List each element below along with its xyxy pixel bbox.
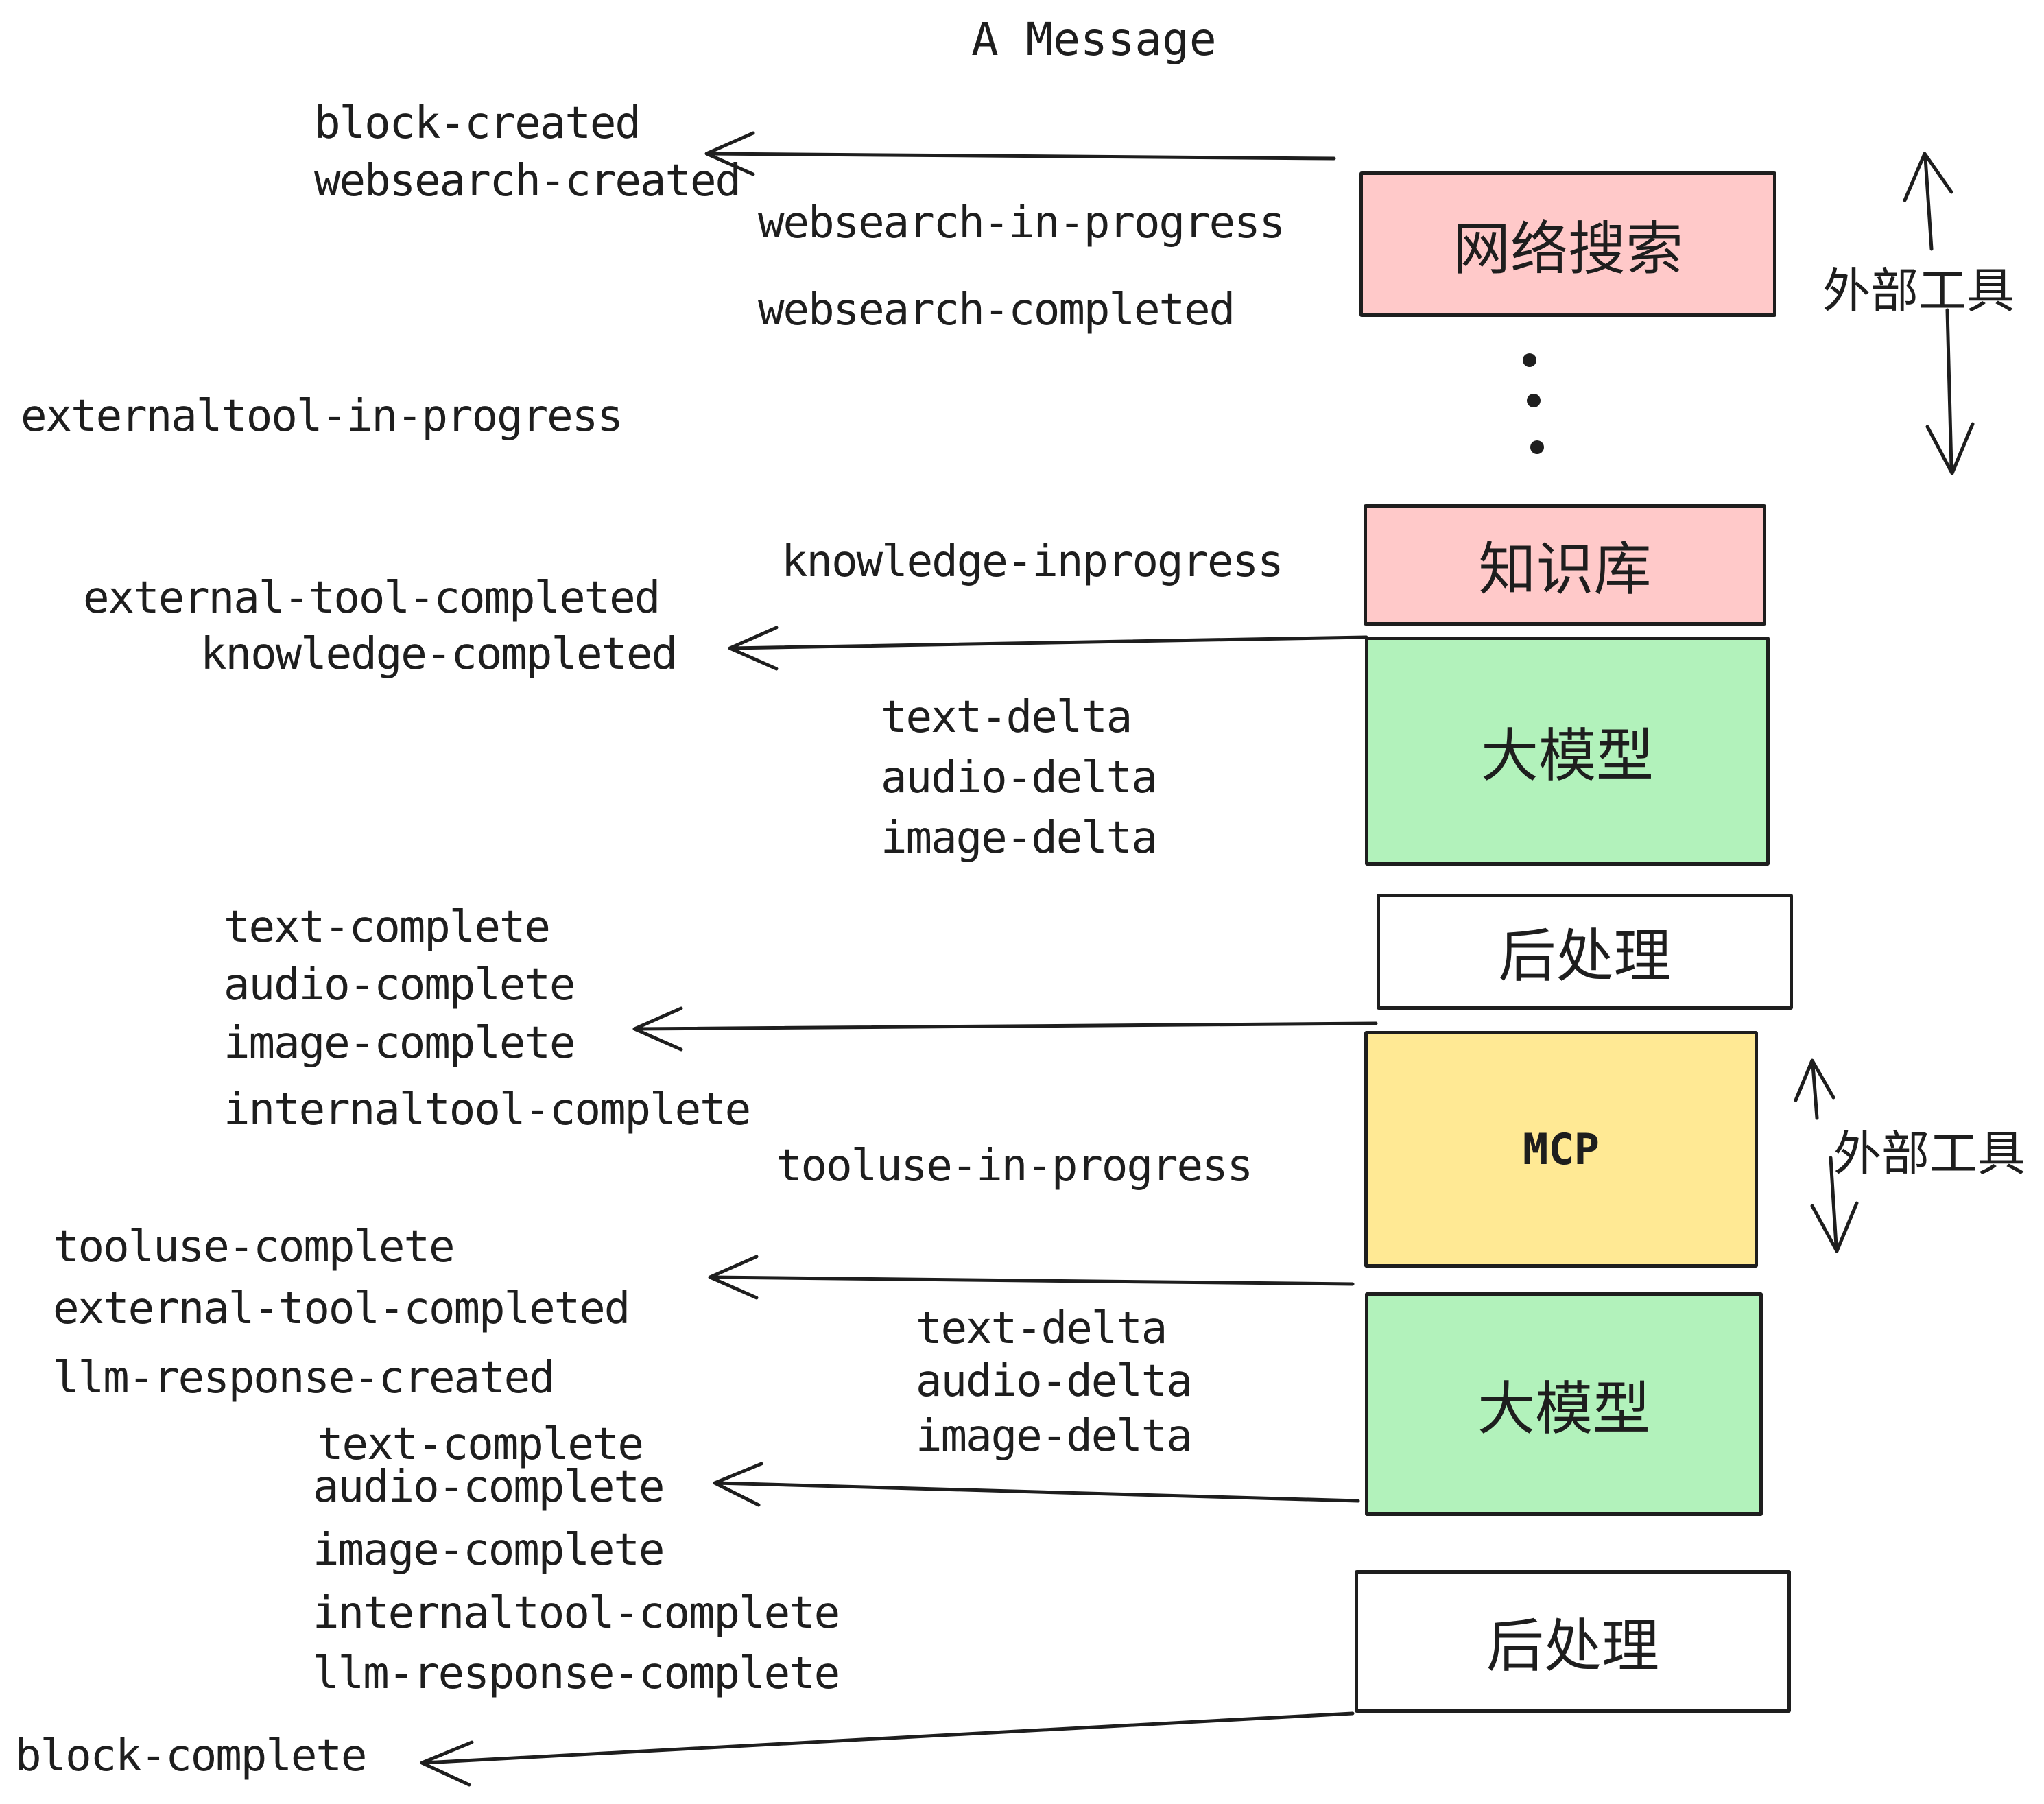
event-image-delta-2: image-delta xyxy=(916,1411,1193,1462)
event-image-delta: image-delta xyxy=(881,813,1158,864)
arrow-image-complete xyxy=(632,1006,1378,1052)
box-websearch: 网络搜索 xyxy=(1359,171,1776,317)
event-knowledge-inprogress: knowledge-inprogress xyxy=(781,536,1284,587)
event-websearch-created: websearch-created xyxy=(314,156,741,206)
event-websearch-in-progress: websearch-in-progress xyxy=(758,198,1285,248)
arrow-external-tool-mid-up xyxy=(1794,1058,1835,1120)
event-websearch-completed: websearch-completed xyxy=(758,285,1235,335)
event-externaltool-in-progress: externaltool-in-progress xyxy=(21,391,623,442)
arrow-tooluse-complete xyxy=(708,1255,1355,1300)
external-tool-mid-label: 外部工具 xyxy=(1833,1127,2025,1180)
diagram-title: A Message xyxy=(971,13,1217,66)
event-text-delta: text-delta xyxy=(881,692,1132,743)
event-tooluse-complete: tooluse-complete xyxy=(53,1222,455,1272)
event-internaltool-complete: internaltool-complete xyxy=(224,1084,751,1135)
event-internaltool-complete-2: internaltool-complete xyxy=(313,1588,840,1639)
box-mcp-label: MCP xyxy=(1523,1124,1600,1174)
box-mcp: MCP xyxy=(1364,1031,1758,1268)
box-websearch-label: 网络搜索 xyxy=(1452,216,1683,281)
event-llm-response-complete: llm-response-complete xyxy=(313,1648,840,1699)
box-knowledge-label: 知识库 xyxy=(1478,537,1652,602)
event-text-delta-2: text-delta xyxy=(916,1303,1167,1354)
event-audio-complete-2: audio-complete xyxy=(313,1462,665,1512)
event-audio-delta-2: audio-delta xyxy=(916,1356,1193,1407)
event-external-tool-completed: external-tool-completed xyxy=(83,573,661,624)
box-knowledge: 知识库 xyxy=(1364,504,1766,626)
box-llm-top-label: 大模型 xyxy=(1480,723,1654,788)
event-tooluse-in-progress: tooluse-in-progress xyxy=(776,1141,1253,1191)
event-text-complete: text-complete xyxy=(224,902,551,953)
event-llm-response-created: llm-response-created xyxy=(53,1353,556,1403)
box-postprocess-top-label: 后处理 xyxy=(1498,924,1672,988)
ellipsis-dot xyxy=(1523,353,1536,367)
arrow-knowledge-completed xyxy=(728,626,1368,671)
arrow-external-tool-top-up xyxy=(1903,152,1953,251)
event-external-tool-completed-2: external-tool-completed xyxy=(53,1283,630,1334)
event-image-complete: image-complete xyxy=(224,1018,575,1069)
event-image-complete-2: image-complete xyxy=(313,1525,665,1576)
ellipsis-dot xyxy=(1527,394,1541,407)
arrow-websearch-created xyxy=(704,131,1336,176)
box-llm-bottom: 大模型 xyxy=(1365,1292,1763,1516)
event-knowledge-completed: knowledge-completed xyxy=(200,629,678,680)
box-llm-bottom-label: 大模型 xyxy=(1477,1376,1650,1441)
box-llm-top: 大模型 xyxy=(1365,637,1770,866)
event-text-complete-2: text-complete xyxy=(317,1419,644,1470)
box-postprocess-bottom: 后处理 xyxy=(1355,1570,1791,1713)
event-audio-delta: audio-delta xyxy=(881,752,1158,803)
event-block-created: block-created xyxy=(314,98,641,149)
external-tool-top-label: 外部工具 xyxy=(1822,264,2015,318)
arrow-external-tool-top-down xyxy=(1925,308,1975,475)
event-block-complete: block-complete xyxy=(15,1731,367,1781)
box-postprocess-top: 后处理 xyxy=(1377,894,1793,1010)
arrow-block-complete xyxy=(420,1711,1355,1787)
event-audio-complete: audio-complete xyxy=(224,960,575,1010)
ellipsis-dot xyxy=(1530,440,1544,454)
arrow-audio-complete xyxy=(713,1462,1360,1507)
box-postprocess-bottom-label: 后处理 xyxy=(1486,1613,1659,1678)
